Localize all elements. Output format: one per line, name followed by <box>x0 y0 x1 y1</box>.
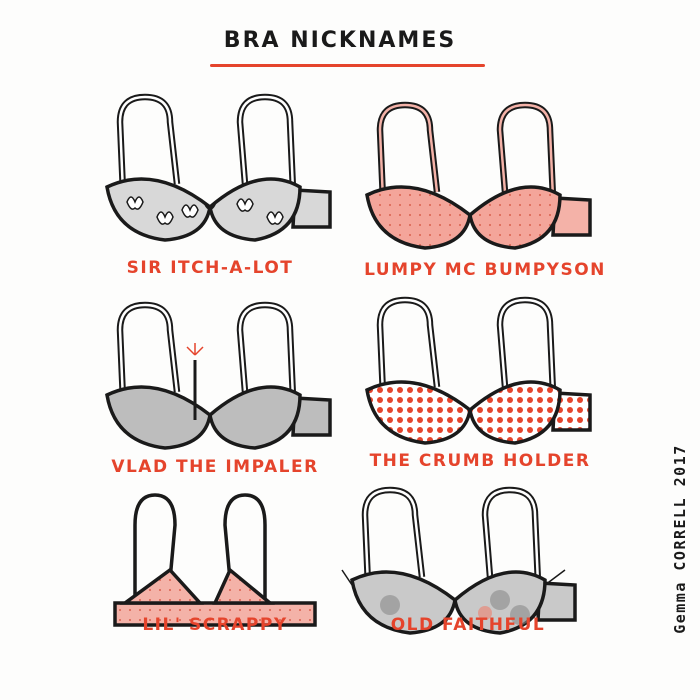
stain <box>490 590 510 610</box>
stain <box>510 605 530 625</box>
bra-drawing <box>365 101 592 250</box>
loose-thread <box>341 569 353 586</box>
ouch-mark <box>186 346 196 356</box>
ouch-mark <box>194 346 204 356</box>
lace-flower <box>236 198 254 212</box>
bra-illustration-sir-itch-a-lot <box>95 92 335 252</box>
right-strap <box>223 493 267 605</box>
left-cup <box>365 185 472 250</box>
lace-flower <box>156 211 174 225</box>
title-underline <box>210 64 485 67</box>
bra-illustration-lumpy <box>355 100 595 260</box>
right-cup <box>208 385 302 450</box>
left-cup <box>105 385 212 450</box>
bra-label: SIR ITCH-A-LOT <box>126 258 294 278</box>
right-cup <box>468 185 562 250</box>
right-cup <box>212 567 275 605</box>
bra-drawing <box>105 93 332 242</box>
stain <box>478 606 492 620</box>
bra-drawing <box>365 296 592 445</box>
lace-flower <box>181 204 199 218</box>
bra-label: OLD FAITHFUL <box>390 615 546 635</box>
left-cup <box>365 380 472 445</box>
bra-label: THE CRUMB HOLDER <box>369 451 591 471</box>
right-cup <box>208 177 302 242</box>
bra-drawing <box>341 486 577 635</box>
right-strap <box>236 301 297 399</box>
left-cup <box>119 567 204 605</box>
right-strap <box>496 101 557 199</box>
bra-illustration-lil-scrappy <box>95 485 335 645</box>
bra-label: LIL' SCRAPPY <box>142 615 288 635</box>
right-strap <box>236 93 297 191</box>
comic-title: BRA NICKNAMES <box>223 28 457 53</box>
stain <box>380 595 400 615</box>
bow <box>204 203 216 210</box>
bra-illustration-old-faithful <box>340 485 580 645</box>
left-cup <box>350 570 457 635</box>
left-strap <box>133 493 177 605</box>
bra-drawing <box>105 301 332 450</box>
artist-signature: Gemma CORRELL 2017 <box>671 444 689 634</box>
loose-thread <box>544 569 566 586</box>
bra-label: VLAD THE IMPALER <box>111 457 319 477</box>
right-strap <box>496 296 557 394</box>
bra-label: LUMPY MC BUMPYSON <box>364 260 606 280</box>
right-strap <box>481 486 542 584</box>
bra-drawing <box>113 493 317 627</box>
lace-flower <box>126 196 144 210</box>
bra-illustration-vlad <box>95 300 335 460</box>
right-cup <box>468 380 562 445</box>
left-cup <box>105 177 212 242</box>
bra-illustration-crumb-holder <box>355 295 595 455</box>
lace-flower <box>266 211 284 225</box>
loose-thread <box>444 599 456 626</box>
